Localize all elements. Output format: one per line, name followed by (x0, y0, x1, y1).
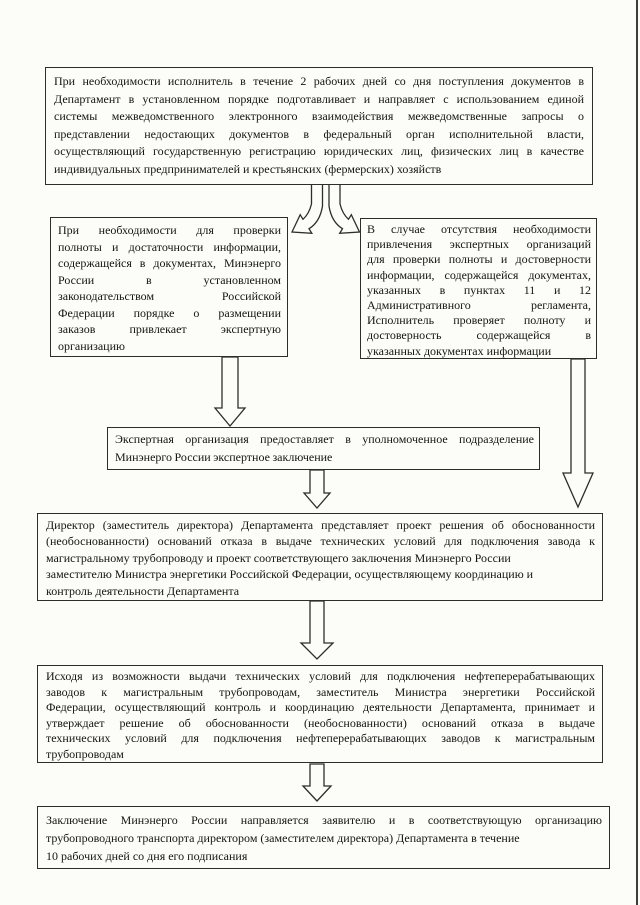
text-line: Заключение Минэнерго России направляется… (46, 813, 602, 827)
text-line: полноты и достаточности информации, (58, 239, 281, 254)
text-line: осуществляющий государственную регистрац… (54, 144, 584, 159)
split-arrow-left-icon (291, 182, 324, 235)
text-line: указанных в пунктах 11 и 12 (367, 282, 591, 297)
text-line: системы межведомственного электронного в… (54, 109, 584, 124)
down-arrow-expert-to-director-icon (302, 469, 332, 509)
text-line: заказов привлекает экспертную (58, 322, 281, 336)
text-line: Федерации порядке о размещении (58, 305, 281, 320)
down-arrow-no-expert-to-director-icon (562, 358, 594, 509)
flow-box-no-expert-needed-check: В случае отсутствия необходимости привле… (360, 218, 597, 359)
split-arrow-right-icon (328, 182, 361, 235)
text-line: (необоснованности) оснований отказа в вы… (46, 534, 595, 549)
text-line: привлечения экспертных организаций (367, 237, 591, 252)
text-line: трубопроводам (46, 746, 124, 761)
text-line: Экспертная организация предоставляет в у… (115, 432, 534, 446)
text-line: достоверность содержащейся в (367, 328, 591, 343)
text-line: Минэнерго России экспертное заключение (115, 449, 333, 464)
flow-box-deputy-minister-decision: Исходя из возможности выдачи технических… (37, 665, 603, 763)
flow-box-conclusion-dispatch: Заключение Минэнерго России направляется… (37, 806, 610, 869)
scan-edge-artifact (636, 0, 638, 905)
flow-box-interagency-requests: При необходимости исполнитель в течение … (45, 67, 593, 185)
text-line: Федерации, осуществляющий контроль и коо… (46, 700, 595, 715)
down-arrow-to-expert-conclusion-icon (213, 356, 247, 428)
text-line: контроль деятельности Департамента (46, 583, 240, 598)
text-line: индивидуальных предпринимателей и кресть… (54, 161, 442, 176)
text-line: организацию (58, 338, 125, 353)
text-line: При необходимости для проверки (58, 223, 281, 237)
text-line: Директор (заместитель директора) Департа… (46, 518, 595, 532)
down-arrow-decision-to-dispatch-icon (301, 763, 333, 802)
text-line: представлении недостающих документов в ф… (54, 126, 584, 141)
text-line: России в установленном (58, 272, 281, 287)
text-line: трубопроводного транспорта директором (з… (46, 831, 520, 845)
text-line: магистральному трубопроводу и проект соо… (46, 550, 511, 565)
flow-box-expert-conclusion-submission: Экспертная организация предоставляет в у… (107, 427, 540, 470)
text-line: для проверки полноты и достоверности (367, 252, 591, 267)
text-line: Исполнитель проверяет полноту и (367, 313, 591, 328)
text-line: содержащейся в документах, Минэнерго (58, 256, 281, 270)
text-line: 10 рабочих дней со дня его подписания (46, 849, 248, 863)
text-line: Исходя из возможности выдачи технических… (46, 669, 595, 683)
text-line: технических условий для подключения нефт… (46, 731, 595, 746)
text-line: информации, содержащейся документах, (367, 267, 591, 282)
text-line: заместителю Министра энергетики Российск… (46, 567, 534, 582)
text-line: законодательством Российской (58, 289, 281, 303)
flow-box-director-draft-decision: Директор (заместитель директора) Департа… (37, 513, 603, 601)
down-arrow-director-to-deputy-icon (299, 600, 335, 660)
text-line: заводов к магистральным трубопроводам, з… (46, 684, 595, 699)
flow-box-expert-organization-engagement: При необходимости для проверки полноты и… (50, 217, 288, 357)
text-line: При необходимости исполнитель в течение … (54, 74, 584, 88)
text-line: В случае отсутствия необходимости (367, 222, 591, 236)
text-line: утверждает решение об обоснованности (не… (46, 715, 595, 730)
text-line: указанных документах информации (367, 343, 552, 358)
text-line: Административного регламента, (367, 298, 591, 313)
text-line: Департамент в установленном порядке подг… (54, 91, 584, 106)
